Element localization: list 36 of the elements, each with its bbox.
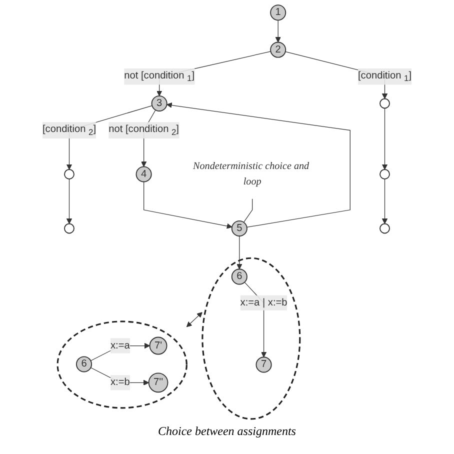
node-circle: 5 — [231, 220, 248, 236]
node-circle: 7 — [256, 356, 272, 373]
arrow — [382, 178, 388, 224]
node-circle: 6 — [231, 268, 248, 285]
node-circle — [380, 98, 390, 109]
edge-label: not [condition $_{2}$] — [108, 124, 179, 137]
arrow — [275, 20, 281, 42]
node-circle: 1 — [270, 4, 286, 21]
cluster — [56, 320, 188, 409]
node-circle: 7'' — [148, 372, 168, 393]
arrow — [66, 178, 72, 224]
arrow — [90, 342, 150, 362]
arrow — [236, 236, 242, 270]
node-circle: 4 — [136, 166, 152, 182]
edge-label: x:=a | x:=b — [240, 297, 288, 308]
edge-label: not [condition $_{1}$] — [124, 70, 194, 84]
arrow — [382, 108, 388, 170]
arrow — [166, 102, 350, 228]
node-circle: 6 — [76, 356, 92, 372]
edge-label: [condition $_{1}$] — [358, 70, 412, 84]
node-text: Nondeterministic choice and loop — [193, 160, 310, 187]
node-circle — [64, 169, 74, 180]
node-circle: 2 — [270, 42, 286, 58]
edge-label: x:=b — [110, 376, 130, 388]
node-circle: 7' — [149, 336, 168, 355]
cluster — [202, 257, 301, 420]
edge-label: [condition $_{2}$] — [42, 124, 96, 137]
arrow — [186, 312, 202, 328]
arrow — [144, 181, 232, 229]
node-circle — [380, 169, 390, 180]
edge-label: x:=a — [110, 340, 130, 351]
node-circle — [380, 223, 390, 234]
caption: Choice between assignments — [158, 424, 296, 438]
connector — [243, 198, 253, 223]
node-circle — [64, 223, 74, 234]
node-circle: 3 — [151, 95, 168, 112]
